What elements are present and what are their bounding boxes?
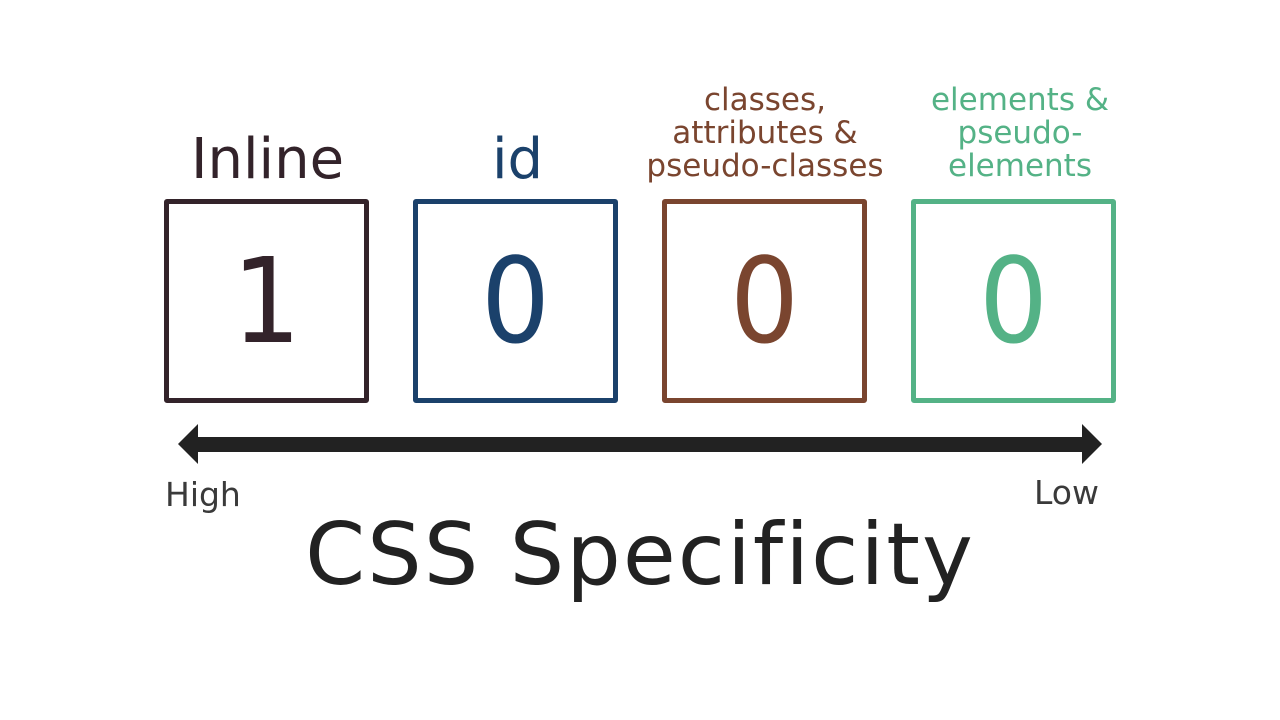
id-value: 0 [480, 232, 551, 370]
label-classes-line-1: classes, [703, 82, 827, 118]
elements-box: 0 [911, 199, 1116, 403]
label-classes: classes, attributes & pseudo-classes [615, 84, 915, 183]
inline-value: 1 [231, 232, 302, 370]
diagram-title: CSS Specificity [305, 505, 975, 605]
label-classes-line-2: attributes & [672, 115, 858, 151]
double-arrow-icon [178, 424, 1102, 464]
classes-value: 0 [729, 232, 800, 370]
label-elements-line-3: elements [948, 148, 1092, 184]
inline-box: 1 [164, 199, 369, 403]
label-inline: Inline [190, 127, 345, 192]
id-box: 0 [413, 199, 618, 403]
label-elements-line-1: elements & [930, 82, 1109, 118]
high-label: High [165, 475, 241, 514]
label-elements-line-2: pseudo- [957, 115, 1083, 151]
label-classes-line-3: pseudo-classes [646, 148, 884, 184]
classes-box: 0 [662, 199, 867, 403]
elements-value: 0 [978, 232, 1049, 370]
label-id: id [491, 127, 544, 192]
low-label: Low [1034, 473, 1099, 512]
label-elements: elements & pseudo- elements [880, 84, 1160, 183]
